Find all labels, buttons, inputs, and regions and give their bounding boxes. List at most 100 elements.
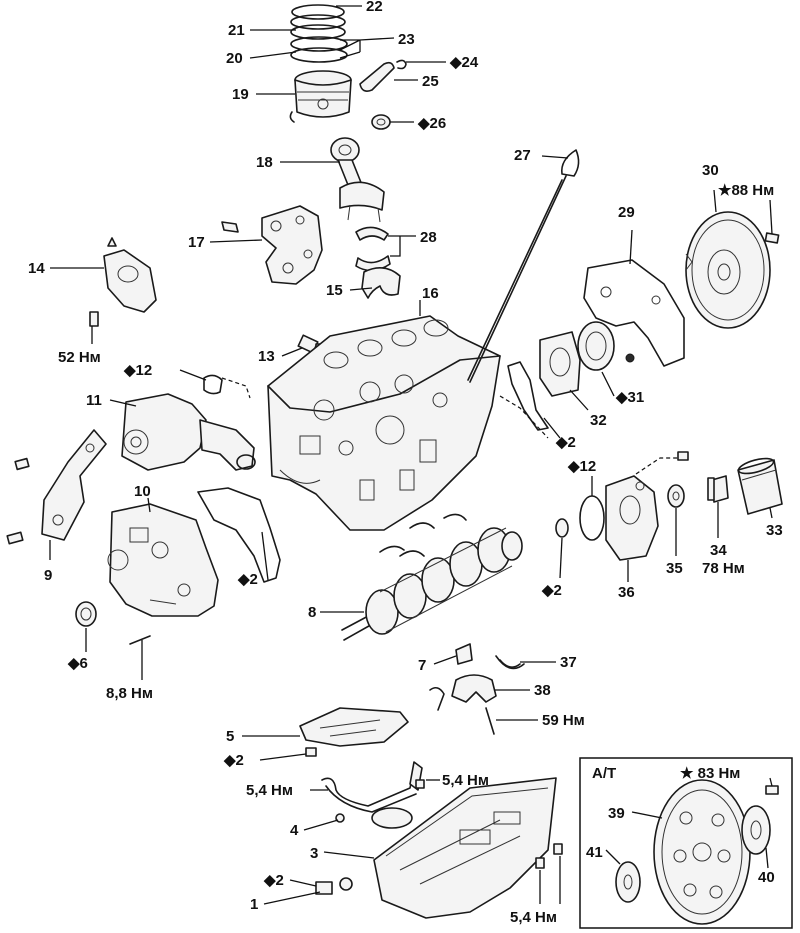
- oil-pan-baffle: [299, 707, 409, 747]
- label-12a: ◆12: [123, 362, 152, 379]
- rod-cap: [361, 267, 401, 299]
- oil-dipstick: [467, 149, 580, 383]
- label-15: 15: [326, 282, 343, 299]
- piston-pin: [359, 61, 395, 92]
- label-7: 7: [418, 657, 426, 674]
- label-20: 20: [226, 50, 243, 67]
- strainer-bolts: [415, 779, 425, 789]
- label-22: 22: [366, 0, 383, 15]
- rear-end-plate: [583, 259, 685, 367]
- label-32: 32: [590, 412, 607, 429]
- cylinder-block: [267, 315, 501, 531]
- nut-2: [305, 747, 317, 757]
- label-14: 14: [28, 260, 45, 277]
- label-6: ◆6: [67, 655, 88, 672]
- label-36: 36: [618, 584, 635, 601]
- pin-clip: [289, 59, 407, 123]
- rear-retainer-gasket: [507, 361, 549, 431]
- oil-filter: [737, 457, 783, 515]
- oil-plug-small: [677, 451, 689, 461]
- at-inset: [579, 757, 793, 929]
- torque-83: ★ 83 Нм: [680, 765, 740, 782]
- label-29: 29: [618, 204, 635, 221]
- label-39: 39: [608, 805, 625, 822]
- cover-bolt: [129, 635, 151, 645]
- label-5: 5: [226, 728, 234, 745]
- torque-59: 59 Нм: [542, 712, 585, 729]
- label-33: 33: [766, 522, 783, 539]
- label-2c: ◆2: [541, 582, 562, 599]
- torque-52: 52 Нм: [58, 349, 101, 366]
- torque-5-4-a: 5,4 Нм: [246, 782, 293, 799]
- torque-78: 78 Нм: [702, 560, 745, 577]
- label-18: 18: [256, 154, 273, 171]
- leader-lines: [49, 5, 773, 905]
- drive-plate-bolt: [765, 785, 779, 795]
- oil-pan: [373, 777, 557, 919]
- piston-rings: [290, 4, 348, 63]
- label-10: 10: [134, 483, 151, 500]
- label-40: 40: [758, 869, 775, 886]
- spacer-40: [741, 805, 771, 855]
- flywheel: [685, 211, 780, 329]
- label-9: 9: [44, 567, 52, 584]
- label-21: 21: [228, 22, 245, 39]
- label-2b: ◆2: [555, 434, 576, 451]
- guide-line-oil: [635, 457, 680, 475]
- union-bolt: [707, 475, 729, 503]
- label-26: ◆26: [417, 115, 446, 132]
- alternator-bracket: [6, 429, 107, 545]
- gasket-12-oil: [579, 495, 605, 541]
- rod-bearing-shells: [355, 226, 391, 272]
- main-bearing-shells-upper: [379, 513, 467, 557]
- water-inlet-housing: [89, 237, 157, 327]
- label-27: 27: [514, 147, 531, 164]
- rear-seal-retainer: [539, 331, 635, 397]
- oil-filter-bracket: [605, 475, 659, 561]
- torque-5-4-c: 5,4 Нм: [510, 909, 557, 926]
- label-8: 8: [308, 604, 316, 621]
- label-30: 30: [702, 162, 719, 179]
- label-12b: ◆12: [567, 458, 596, 475]
- label-37: 37: [560, 654, 577, 671]
- water-pump: [121, 393, 256, 471]
- label-34: 34: [710, 542, 727, 559]
- guide-line-rear: [499, 395, 549, 439]
- crankshaft: [341, 527, 523, 641]
- part-labels: 22 21 23 20 ◆24 25 19 ◆26 27 18 30 ★88 Н…: [28, 0, 783, 926]
- label-41: 41: [586, 844, 603, 861]
- label-31: ◆31: [615, 389, 644, 406]
- drive-plate: [653, 779, 751, 925]
- label-13: 13: [258, 348, 275, 365]
- pin-bushing: [371, 114, 391, 130]
- label-2a: ◆2: [237, 571, 258, 588]
- thrust-washers: [455, 643, 525, 670]
- timing-chain-cover: [107, 503, 219, 617]
- label-38: 38: [534, 682, 551, 699]
- guide-line: [221, 377, 251, 399]
- main-bearing-cap: [429, 674, 497, 711]
- piston: [294, 70, 352, 118]
- label-3: 3: [310, 845, 318, 862]
- oil-seal-6: [75, 601, 97, 627]
- spacer-41: [615, 861, 641, 903]
- label-2e: ◆2: [263, 872, 284, 889]
- label-1: 1: [250, 896, 258, 913]
- label-23: 23: [398, 31, 415, 48]
- label-11: 11: [86, 392, 102, 409]
- gasket-12-water: [203, 374, 223, 395]
- label-28: 28: [420, 229, 437, 246]
- label-35: 35: [666, 560, 683, 577]
- washer-35: [667, 484, 685, 508]
- oring-2: [555, 518, 569, 538]
- rear-oil-seal: [577, 321, 615, 371]
- engine-mount-bracket: [221, 205, 323, 285]
- inset-title: A/T: [592, 765, 616, 782]
- label-2d: ◆2: [223, 752, 244, 769]
- label-25: 25: [422, 73, 439, 90]
- torque-5-4-b: 5,4 Нм: [442, 772, 489, 789]
- pan-bolts: [535, 843, 563, 869]
- torque-8-8: 8,8 Нм: [106, 685, 153, 702]
- timing-cover-gasket: [197, 487, 281, 583]
